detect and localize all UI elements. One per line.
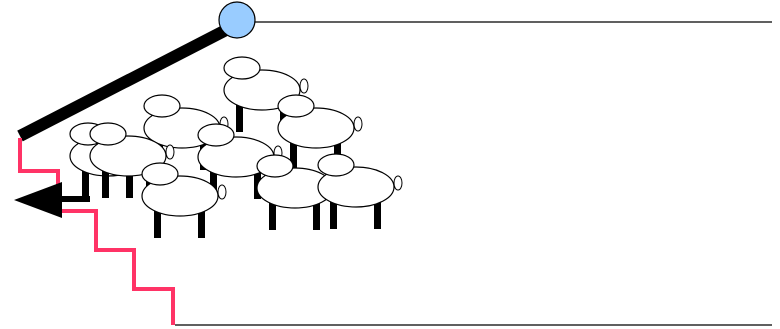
sheep-leg [236, 102, 243, 132]
sheep-head [223, 56, 261, 80]
ball-icon [218, 1, 256, 39]
stairs-line [18, 138, 175, 325]
sheep-leg [102, 168, 109, 198]
sheep-leg [330, 199, 337, 229]
sheep-body [141, 175, 219, 217]
sheep-tail [299, 78, 309, 94]
sheep-icon [197, 123, 283, 199]
sheep-leg [154, 208, 161, 238]
sheep-head [317, 153, 355, 177]
sheep-leg [269, 200, 276, 230]
sheep-leg [210, 169, 217, 199]
sheep-leg [313, 200, 320, 230]
sheep-icon [141, 162, 227, 238]
sheep-head [89, 122, 127, 146]
sheep-leg [82, 168, 89, 198]
sheep-tail [165, 144, 175, 160]
sheep-leg [374, 199, 381, 229]
sheep-icon [256, 154, 342, 230]
sheep-leg [126, 168, 133, 198]
sheep-group [69, 56, 403, 238]
sheep-head [197, 123, 235, 147]
sheep-head [256, 154, 294, 178]
sheep-tail [393, 175, 403, 191]
sheep-leg [290, 140, 297, 170]
sheep-head [277, 94, 315, 118]
sheep-head [141, 162, 179, 186]
sheep-icon [317, 153, 403, 229]
sheep-tail [353, 116, 363, 132]
sheep-body [317, 166, 395, 208]
sheep-body [277, 107, 355, 149]
ramp-line [17, 24, 229, 142]
sheep-head [143, 94, 181, 118]
sheep-tail [217, 184, 227, 200]
left-arrow-icon [14, 182, 90, 218]
sheep-leg [198, 208, 205, 238]
